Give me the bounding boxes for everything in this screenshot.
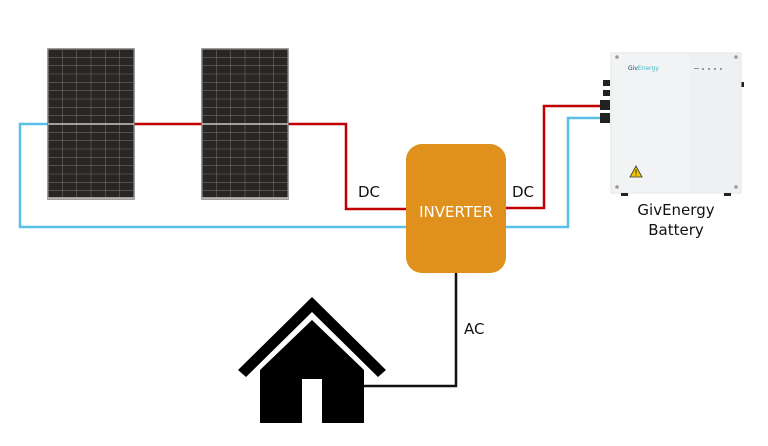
battery-label-line1: GivEnergy: [637, 201, 714, 219]
battery-label-line2: Battery: [648, 221, 704, 239]
inverter-label: INVERTER: [419, 203, 493, 221]
dc-negative-wire: [18, 116, 602, 229]
battery-indicators: [694, 68, 722, 70]
battery-brand-logo: GivEnergy: [628, 65, 659, 72]
ac-wire: [364, 272, 458, 388]
ac-label: AC: [464, 320, 484, 338]
house-icon: [238, 297, 386, 423]
dc-positive-wire: [134, 104, 602, 211]
inverter: INVERTER: [406, 144, 506, 273]
warning-icon: [629, 165, 643, 178]
dc-label-battery: DC: [512, 183, 534, 201]
solar-panel: [47, 48, 135, 200]
dc-label-panels: DC: [358, 183, 380, 201]
battery-connectors: [600, 80, 744, 123]
solar-panel: [201, 48, 289, 200]
givenergy-battery: GivEnergy GivEnergy Battery: [600, 52, 744, 239]
